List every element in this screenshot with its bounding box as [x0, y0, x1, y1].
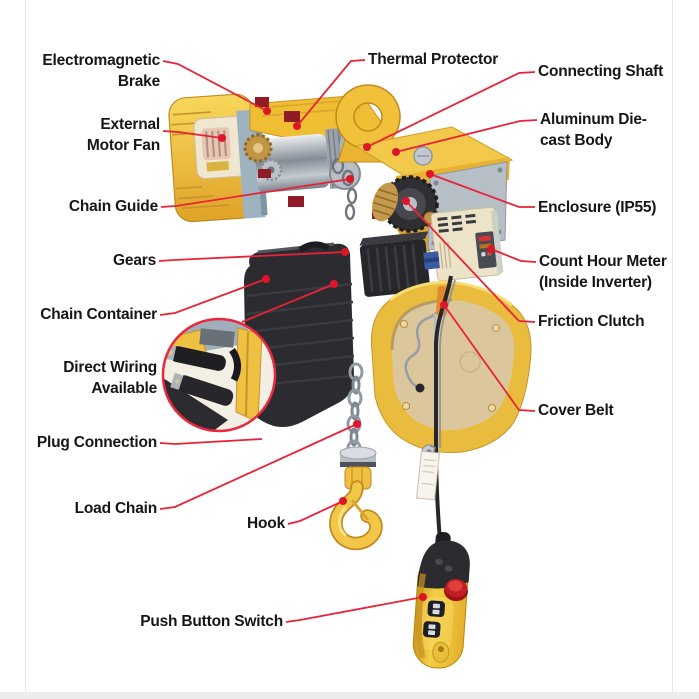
label-chain-container: Chain Container	[40, 306, 157, 323]
label-hook: Hook	[247, 515, 285, 532]
brake-unit-block	[359, 231, 431, 297]
pendant-control	[412, 531, 470, 669]
leader-dots	[218, 107, 495, 601]
label-electromagnetic-brake: Electromagnetic Brake	[42, 52, 160, 90]
worm-gear	[372, 182, 398, 222]
up-button	[427, 600, 445, 618]
label-thermal-protector: Thermal Protector	[368, 51, 499, 68]
label-external-motor-fan: External Motor Fan	[86, 116, 160, 154]
label-friction-clutch: Friction Clutch	[538, 313, 645, 330]
external-motor-fan-part	[201, 127, 231, 161]
label-aluminum-die-cast-body: Aluminum Die-cast Body	[540, 111, 647, 149]
emergency-stop-button	[444, 579, 469, 602]
label-gears: Gears	[113, 252, 156, 269]
label-plug-connection: Plug Connection	[36, 434, 157, 451]
chain-guide-part	[329, 157, 361, 221]
label-cover-belt: Cover Belt	[538, 402, 614, 419]
hook-block	[329, 446, 383, 551]
label-count-hour-meter: Count Hour Meter (Inside Inverter)	[539, 253, 667, 291]
hook-part	[329, 480, 383, 551]
down-button	[423, 621, 441, 638]
label-direct-wiring-available: Direct Wiring Available	[63, 359, 157, 397]
load-chain-part	[346, 362, 364, 457]
label-load-chain: Load Chain	[74, 500, 158, 517]
pendant-cable	[434, 275, 453, 542]
inverter	[430, 206, 504, 282]
label-enclosure-ip55: Enclosure (IP55)	[538, 199, 657, 216]
limit-switch-wire	[404, 301, 448, 389]
direct-wiring-inset	[161, 317, 277, 433]
page-border-left	[25, 0, 26, 699]
label-push-button-switch: Push Button Switch	[140, 613, 283, 630]
warning-tag	[416, 445, 441, 501]
page-footer-bar	[0, 692, 699, 699]
cover-belt-part	[370, 280, 532, 453]
page-border-right	[672, 0, 673, 699]
leader-lines	[158, 59, 538, 623]
label-connecting-shaft: Connecting Shaft	[538, 63, 664, 80]
label-chain-guide: Chain Guide	[68, 198, 158, 215]
